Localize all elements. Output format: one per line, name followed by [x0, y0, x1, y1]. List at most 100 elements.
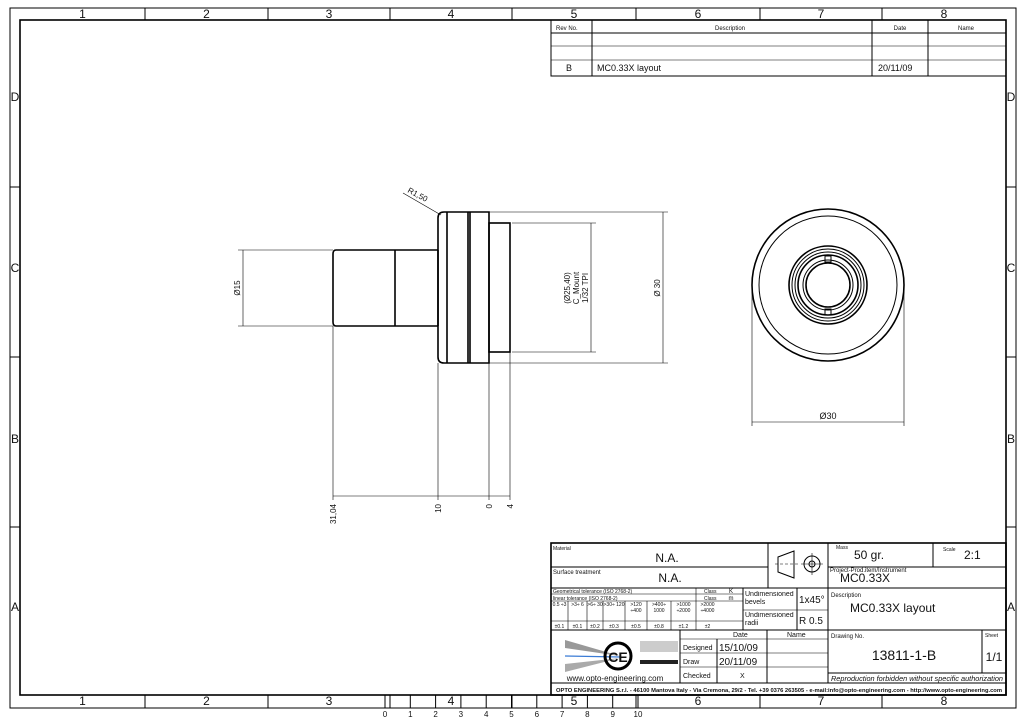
zone-row-right-B: B	[1007, 432, 1015, 446]
zone-column-top-1: 1	[79, 7, 86, 21]
ordinate-dim-3: 0	[485, 503, 494, 508]
material-value: N.A.	[655, 551, 678, 565]
zone-row-left-A: A	[11, 600, 19, 614]
shaft-diameter-dim: Ø15	[233, 280, 242, 296]
tolerance-range-1: >3÷ 6	[571, 602, 584, 608]
ruler-label-7: 7	[560, 710, 565, 718]
tolerance-range-box-5: >400÷ 1000	[652, 602, 666, 614]
bevels-label: Undimensioned bevels	[745, 591, 794, 606]
projection-symbol-icon	[775, 550, 823, 579]
rev-entry-description: MC0.33X layout	[597, 63, 662, 73]
tolerance-range-box-4: >120 ÷400	[630, 602, 642, 614]
tolerance-value-7: ±2	[705, 624, 711, 630]
flange-diameter-dim: Ø 30	[653, 279, 662, 297]
reproduction-note: Reproduction forbidden without specific …	[831, 676, 1003, 683]
scale-label: Scale	[943, 547, 956, 553]
geom-tolerance-label: Geometrical tolerance (ISO 2768-2)	[553, 589, 633, 595]
thread-dim-line2: C_Mount	[572, 271, 581, 304]
tolerance-range-2: >6÷ 30	[587, 602, 603, 608]
radii-value: R 0.5	[799, 616, 823, 627]
tolerance-range-4: >120 ÷400	[630, 602, 642, 614]
zone-column-top-7: 7	[818, 7, 825, 21]
tolerance-value-6: ±1.2	[679, 624, 689, 630]
zone-column-bottom-3: 3	[326, 694, 333, 708]
zone-column-top-2: 2	[203, 7, 210, 21]
side-view: Ø15 Ø 30 R1,50 (Ø25,40) C_Mount 1/32 TPI…	[233, 186, 668, 524]
bevels-value: 1x45°	[799, 595, 825, 606]
name-header: Name	[958, 26, 975, 32]
surface-treatment-label: Surface treatment	[553, 570, 601, 576]
drawing-no-value: 13811-1-B	[872, 647, 936, 663]
zone-column-bottom-5: 5	[571, 694, 578, 708]
drawing-no-label: Drawing No.	[831, 634, 864, 640]
class-label-geom: Class	[704, 589, 717, 595]
checked-value: X	[740, 673, 745, 680]
zone-row-right-A: A	[1007, 600, 1015, 614]
rev-no-header: Rev No.	[556, 26, 578, 32]
tolerance-range-6: >1000 ÷2000	[676, 602, 691, 614]
zone-row-right-D: D	[1007, 90, 1016, 104]
mass-label: Mass	[836, 545, 848, 551]
project-label: Project-Prod.item/Instrument	[830, 568, 907, 574]
rev-entry-no: B	[566, 63, 572, 73]
material-label: Material	[553, 546, 571, 552]
tolerance-range-0: 0.5 ÷3	[552, 602, 567, 608]
website-text: www.opto-engineering.com	[566, 674, 664, 683]
radii-label-box: Undimensioned radii	[745, 612, 794, 627]
logo-text: CE	[608, 649, 627, 665]
zone-column-top-3: 3	[326, 7, 333, 21]
sheet-label: Sheet	[985, 633, 999, 639]
tolerance-range-box-0: 0.5 ÷3	[552, 602, 567, 608]
tolerance-range-7: >2000 ÷4000	[700, 602, 715, 614]
bevels-label-box: Undimensioned bevels	[745, 591, 794, 606]
revision-table: Rev No. Description Date Name B MC0.33X …	[550, 19, 1007, 77]
zone-column-bottom-2: 2	[203, 694, 210, 708]
project-value: MC0.33X	[840, 571, 890, 585]
date-header: Date	[894, 26, 907, 32]
ruler-label-1: 1	[408, 710, 413, 718]
designed-date: 15/10/09	[719, 643, 758, 654]
tolerance-range-box-3: >30÷ 120	[604, 602, 625, 608]
ruler-label-2: 2	[433, 710, 438, 718]
ruler-label-5: 5	[509, 710, 514, 718]
draw-date: 20/11/09	[719, 657, 758, 668]
description-value: MC0.33X layout	[850, 601, 936, 615]
tolerance-table: Geometrical tolerance (ISO 2768-2) linea…	[551, 588, 828, 630]
class-linear-value: m	[729, 596, 734, 602]
ordinate-dim-4: 4	[506, 503, 515, 508]
dimension-lines	[238, 192, 668, 500]
mass-value: 50 gr.	[854, 548, 884, 562]
tolerance-value-4: ±0.5	[631, 624, 641, 630]
zone-column-top-4: 4	[448, 7, 455, 21]
zone-row-left-C: C	[11, 261, 20, 275]
tolerance-range-box-7: >2000 ÷4000	[700, 602, 715, 614]
tolerance-range-box-6: >1000 ÷2000	[676, 602, 691, 614]
tolerance-value-5: ±0.8	[654, 624, 664, 630]
zone-column-bottom-8: 8	[941, 694, 948, 708]
scale-value: 2:1	[964, 548, 981, 562]
title-block: Material N.A. Surface treatment N.A. Mas…	[550, 542, 1007, 696]
ruler-label-6: 6	[535, 710, 540, 718]
designed-label: Designed	[683, 645, 713, 652]
zone-column-bottom-6: 6	[695, 694, 702, 708]
ordinate-dim-1: 31,04	[329, 503, 338, 524]
ruler-label-8: 8	[585, 710, 590, 718]
sheet-value: 1/1	[986, 650, 1003, 664]
zone-column-top-5: 5	[571, 7, 578, 21]
zone-row-right-C: C	[1007, 261, 1016, 275]
zone-row-left-D: D	[11, 90, 20, 104]
linear-tolerance-label: linear tolerance (ISO 2768-2)	[553, 596, 618, 602]
thread-dim-line3: 1/32 TPI	[581, 273, 590, 303]
description-label: Description	[831, 593, 861, 599]
zone-column-bottom-1: 1	[79, 694, 86, 708]
name-column-header: Name	[787, 632, 806, 639]
radii-label: Undimensioned radii	[745, 612, 794, 627]
draw-label: Draw	[683, 659, 700, 666]
class-label-linear: Class	[704, 596, 717, 602]
front-view-diameter-dim: Ø30	[819, 411, 836, 421]
ruler-label-9: 9	[610, 710, 615, 718]
zone-row-left-B: B	[11, 432, 19, 446]
